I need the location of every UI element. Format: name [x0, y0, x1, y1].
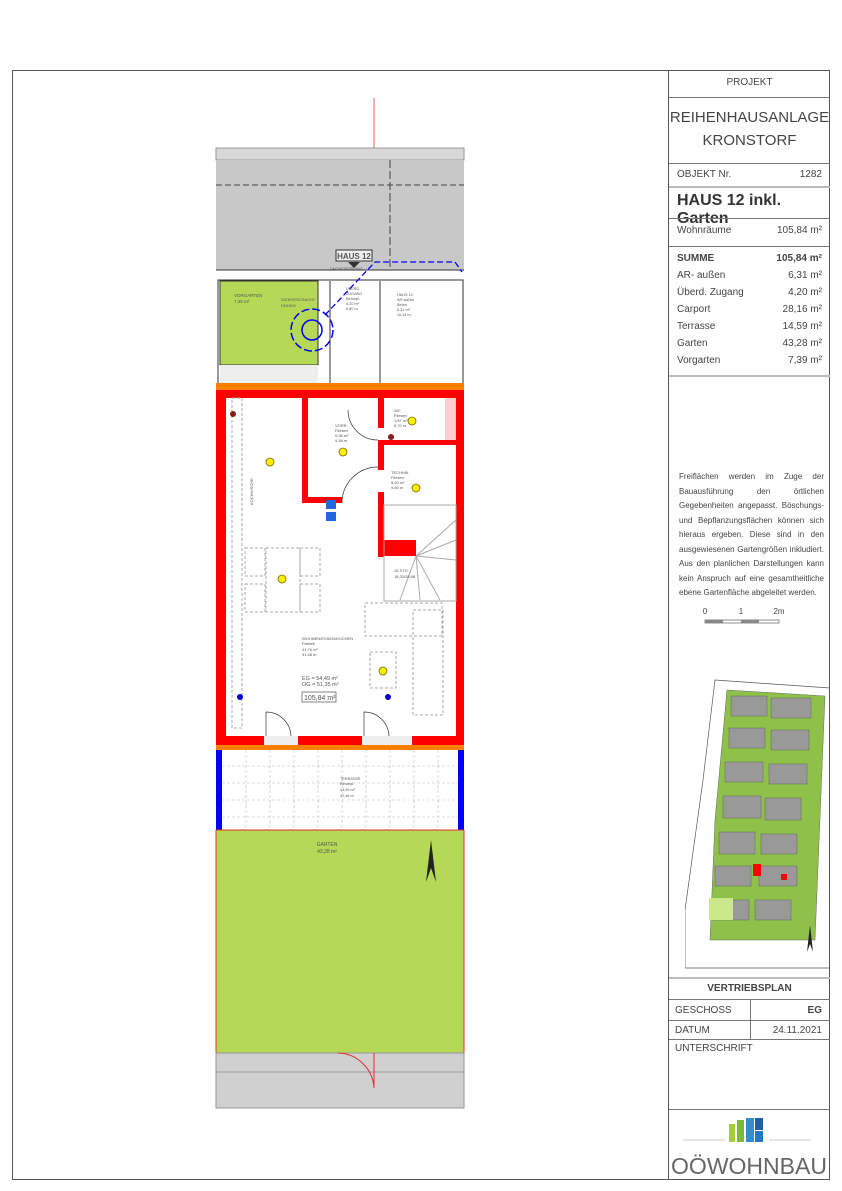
project-name-line2: KRONSTORF	[702, 132, 797, 149]
stairs-label: 16 STG	[394, 568, 408, 573]
house-tag	[335, 249, 373, 262]
eg-area: EG = 54,49 m²	[302, 676, 338, 682]
terrasse-area-value: 14,59 m²	[340, 788, 356, 792]
datum-value: 24.11.2021	[772, 1025, 822, 1036]
zugang-perimeter: 8,80 m	[346, 307, 358, 311]
garten-label: GARTEN	[317, 842, 338, 848]
ar-label-2: AR außen	[397, 298, 414, 302]
technik-label: TECHNIK	[391, 470, 409, 475]
objekt-nr: 1282	[799, 169, 822, 180]
vorr-perimeter: 9,58 m	[335, 438, 348, 443]
scale-tick-1: 1	[739, 607, 744, 616]
area-label: SUMME	[677, 253, 715, 264]
area-label: Garten	[677, 338, 708, 349]
disclaimer-note: Freiflächen werden im Zuge der Bauausfüh…	[679, 472, 824, 597]
zugang-label: ÜBERD.	[346, 287, 360, 291]
zugang-material: Betonpl.	[346, 297, 360, 301]
north-arrow-icon	[426, 840, 436, 882]
stairs-ratio: 18,33/26,88	[394, 574, 416, 579]
area-value: 43,28 m²	[782, 338, 822, 349]
area-value: 7,39 m²	[788, 355, 822, 366]
ar-perimeter: 10,14 m	[397, 313, 411, 317]
title-block: PROJEKT REIHENHAUSANLAGE KRONSTORF OBJEK…	[668, 70, 830, 1180]
scale-tick-0: 0	[703, 607, 708, 616]
wohnraeume-value: 105,84 m²	[776, 225, 822, 236]
vorgarten-label: VORGARTEN	[234, 293, 262, 298]
sickerschacht-label: SICKERSCHACHT	[281, 297, 316, 302]
zugang-label-2: ZUGANG	[346, 292, 362, 296]
dachvorsprung-label: DACHVORSPRUNG	[330, 267, 363, 271]
garten-area-value: 43,28 m²	[317, 849, 337, 855]
datum-label: DATUM	[675, 1025, 710, 1036]
area-label: Vorgarten	[677, 355, 721, 366]
north-arrow-icon	[807, 925, 813, 952]
wc-material: Fliesen	[394, 413, 407, 418]
zugang-area: 4,20 m²	[346, 302, 360, 306]
vorr-label: VORR.	[335, 423, 348, 428]
vorgarten-area-value: 7,39 m²	[234, 299, 250, 304]
wc-label: WC	[394, 408, 401, 413]
terrasse-area	[222, 750, 458, 828]
terrasse-perimeter: 17,46 m	[340, 794, 354, 798]
area-value: 105,84 m²	[776, 253, 822, 264]
wohnen-label: WOHNEN/ESSEN/KOCHEN	[302, 636, 353, 641]
wc-area: 1,87 m²	[394, 418, 408, 423]
area-label: AR- außen	[677, 270, 726, 281]
house-title: HAUS 12 inkl. Garten	[677, 192, 782, 227]
drawing-frame	[12, 70, 830, 1180]
objekt-label: OBJEKT Nr.	[677, 169, 732, 180]
projekt-label: PROJEKT	[726, 77, 773, 88]
area-label: Carport	[677, 304, 711, 315]
ar-area: 6,31 m²	[397, 308, 411, 312]
area-value: 4,20 m²	[788, 287, 822, 298]
area-label: Überd. Zugang	[677, 287, 744, 298]
project-name-line1: REIHENHAUSANLAGE	[669, 109, 830, 126]
kochnische-label: KOCHNISCHE	[249, 478, 254, 505]
area-label: Terrasse	[677, 321, 716, 332]
vertriebsplan-label: VERTRIEBSPLAN	[707, 983, 792, 994]
ar-material: Beton	[397, 303, 407, 307]
house-tag-text: HAUS 12	[337, 252, 371, 261]
vorr-material: Fliesen	[335, 428, 348, 433]
scale-bar: 0 1 2m	[703, 607, 785, 624]
wohnen-perimeter: 31,48 m	[302, 652, 317, 657]
wohnen-material: Parkett	[302, 641, 316, 646]
wohnen-area: 41,76 m²	[302, 647, 318, 652]
wc-perimeter: 5,70 m	[394, 423, 407, 428]
project-name: REIHENHAUSANLAGE KRONSTORF	[669, 106, 830, 152]
sickerschacht-size: DN1000	[281, 303, 296, 308]
technik-material: Fliesen	[391, 475, 404, 480]
vorgarten-area	[219, 280, 319, 366]
sickerschacht-icon	[290, 308, 334, 352]
area-value: 6,31 m²	[788, 270, 822, 281]
area-value: 14,59 m²	[782, 321, 822, 332]
site-overview-map	[685, 679, 830, 969]
total-area-tag: 105,84 m²	[304, 695, 336, 702]
scale-tick-2: 2m	[773, 607, 784, 616]
og-area: OG = 51,35 m²	[302, 682, 339, 688]
area-value: 28,16 m²	[782, 304, 822, 315]
terrasse-material: Betonpl.	[340, 782, 354, 786]
terrasse-label: TERRASSE	[340, 777, 361, 781]
technik-area: 5,20 m²	[391, 480, 405, 485]
ooewohnbau-logo: OÖWOHNBAU	[671, 1118, 827, 1179]
vorr-area: 5,56 m²	[335, 433, 349, 438]
technik-perimeter: 9,60 m	[391, 485, 404, 490]
geschoss-label: GESCHOSS	[675, 1005, 732, 1016]
logo-text: OÖWOHNBAU	[671, 1153, 827, 1179]
wohnraeume-label: Wohnräume	[677, 225, 732, 236]
garten-area	[215, 829, 465, 1054]
unterschrift-label: UNTERSCHRIFT	[675, 1043, 753, 1054]
ar-label: HAUS 12	[397, 293, 413, 297]
geschoss-value: EG	[807, 1005, 822, 1016]
